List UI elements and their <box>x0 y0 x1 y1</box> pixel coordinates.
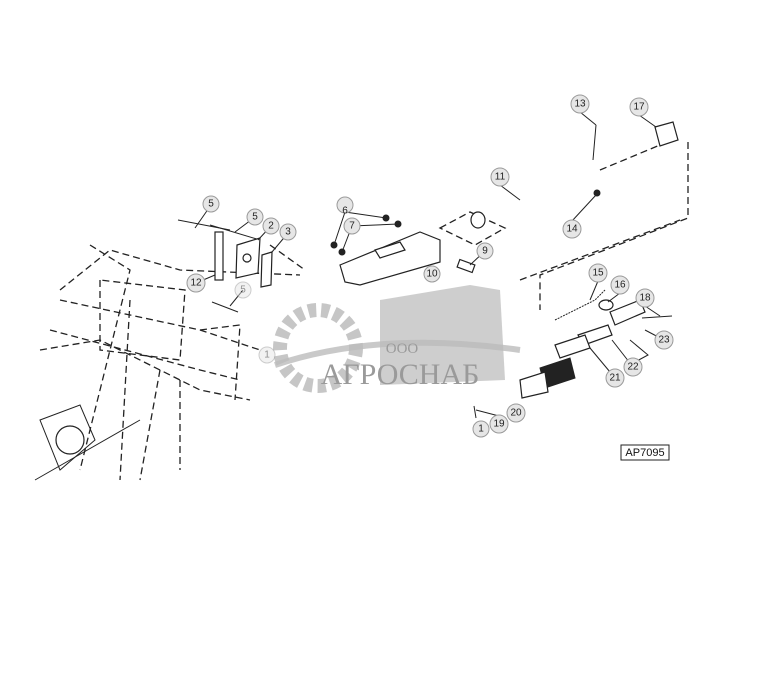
chain-and-clips <box>473 289 673 419</box>
svg-text:AP7095: AP7095 <box>625 447 664 459</box>
svg-text:19: 19 <box>493 419 505 430</box>
svg-text:1: 1 <box>478 424 484 435</box>
svg-text:22: 22 <box>627 362 639 373</box>
svg-text:15: 15 <box>592 268 604 279</box>
callout[interactable]: 5 <box>202 195 220 213</box>
rod-assembly <box>470 121 689 310</box>
callout[interactable]: 1 <box>472 420 490 438</box>
svg-text:18: 18 <box>639 293 651 304</box>
callout[interactable]: 11 <box>490 167 510 187</box>
svg-text:13: 13 <box>574 99 586 110</box>
machine-frame <box>34 244 301 481</box>
svg-text:5: 5 <box>208 199 214 210</box>
callout[interactable]: 13 <box>570 94 590 114</box>
watermark-name: АГРОСНАБ <box>321 358 480 391</box>
svg-text:11: 11 <box>495 172 506 183</box>
svg-text:20: 20 <box>510 408 522 419</box>
svg-text:5: 5 <box>252 212 258 223</box>
callout[interactable]: 9 <box>476 242 494 260</box>
callout[interactable]: 10 <box>423 265 441 283</box>
svg-text:12: 12 <box>190 278 202 289</box>
callout[interactable]: 20 <box>506 403 526 423</box>
callout[interactable]: 17 <box>629 97 649 117</box>
svg-text:16: 16 <box>614 280 626 291</box>
callout[interactable]: 6 <box>336 196 354 217</box>
svg-text:5: 5 <box>240 285 246 296</box>
reference-code: AP7095 <box>620 444 670 461</box>
svg-text:14: 14 <box>566 224 578 235</box>
callout[interactable]: 15 <box>588 263 608 283</box>
svg-text:3: 3 <box>285 227 291 238</box>
callout[interactable]: 23 <box>654 330 674 350</box>
tensioner-arm <box>330 211 507 286</box>
svg-text:6: 6 <box>342 206 348 217</box>
watermark-logo: ООО АГРОСНАБ <box>273 285 521 393</box>
callout[interactable]: 22 <box>623 357 643 377</box>
callout[interactable]: 16 <box>610 275 630 295</box>
svg-text:2: 2 <box>268 221 274 232</box>
callout[interactable]: 7 <box>343 217 361 235</box>
svg-text:10: 10 <box>426 269 438 280</box>
watermark-prefix: ООО <box>386 341 419 357</box>
svg-text:21: 21 <box>609 373 621 384</box>
callout[interactable]: 21 <box>605 368 625 388</box>
svg-text:1: 1 <box>264 350 270 361</box>
callout[interactable]: 1 <box>258 346 276 364</box>
svg-text:17: 17 <box>633 102 645 113</box>
svg-text:9: 9 <box>482 246 488 257</box>
callout[interactable]: 19 <box>489 414 509 434</box>
bracket-parts <box>177 219 306 313</box>
callout[interactable]: 12 <box>186 273 206 293</box>
svg-text:23: 23 <box>658 335 670 346</box>
svg-text:7: 7 <box>349 221 355 232</box>
callout[interactable]: 3 <box>279 223 297 241</box>
callout[interactable]: 14 <box>562 219 582 239</box>
callout[interactable]: 5 <box>234 281 252 299</box>
callout[interactable]: 2 <box>262 217 280 235</box>
callout[interactable]: 18 <box>635 288 655 308</box>
callout[interactable]: 5 <box>246 208 264 226</box>
